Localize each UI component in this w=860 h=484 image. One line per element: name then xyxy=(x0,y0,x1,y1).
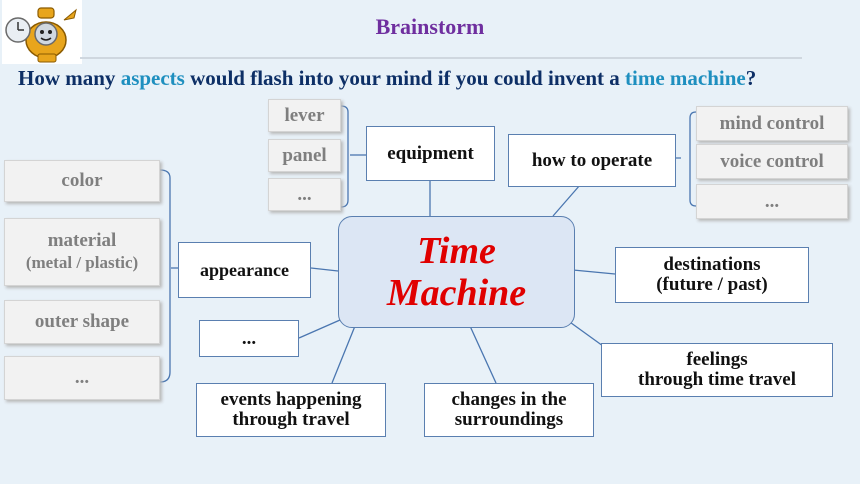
operate-bracket xyxy=(689,111,697,207)
line-center-operate xyxy=(552,184,581,217)
operate-item-mind-control: mind control xyxy=(696,106,848,141)
robot-mascot-icon xyxy=(2,0,82,64)
material-line-2: (metal / plastic) xyxy=(25,253,139,272)
events-line-1: events happening xyxy=(220,389,362,410)
center-line-1: Time xyxy=(417,230,496,272)
line-center-changes xyxy=(469,325,497,384)
node-how-to-operate: how to operate xyxy=(508,134,676,187)
appearance-bracket xyxy=(159,169,171,383)
destinations-line-2: (future / past) xyxy=(656,274,768,295)
equipment-item-lever: lever xyxy=(268,99,341,132)
feelings-line-2: through time travel xyxy=(638,369,796,390)
changes-line-1: changes in the xyxy=(451,389,567,410)
question-part-1: How many xyxy=(18,66,121,90)
line-center-more xyxy=(298,319,341,339)
question-text: How many aspects would flash into your m… xyxy=(18,64,838,92)
appearance-item-more: ... xyxy=(4,356,160,400)
title-divider xyxy=(80,57,802,59)
question-part-3: ? xyxy=(745,66,757,90)
line-center-destinations xyxy=(572,269,616,275)
line-center-feelings xyxy=(566,319,604,347)
appearance-item-outer-shape: outer shape xyxy=(4,300,160,344)
equipment-item-more: ... xyxy=(268,178,341,211)
node-equipment: equipment xyxy=(366,126,495,181)
operate-item-more: ... xyxy=(696,184,848,219)
equipment-bracket xyxy=(340,105,349,208)
material-line-1: material xyxy=(47,230,117,251)
line-center-events xyxy=(331,325,356,384)
line-center-appearance xyxy=(310,267,339,272)
question-part-2: would flash into your mind if you could … xyxy=(184,66,625,90)
appearance-item-color: color xyxy=(4,160,160,202)
page-title: Brainstorm xyxy=(375,14,485,39)
node-appearance: appearance xyxy=(178,242,311,298)
feelings-line-1: feelings xyxy=(686,349,748,370)
operate-item-voice-control: voice control xyxy=(696,144,848,179)
center-line-2: Machine xyxy=(386,272,527,314)
appearance-item-material: material (metal / plastic) xyxy=(4,218,160,286)
node-destinations: destinations(future / past) xyxy=(615,247,809,303)
destinations-line-1: destinations xyxy=(663,254,761,275)
equipment-item-panel: panel xyxy=(268,139,341,172)
events-line-2: through travel xyxy=(232,409,350,430)
changes-line-2: surroundings xyxy=(454,409,564,430)
node-more-ideas: ... xyxy=(199,320,299,357)
question-highlight-time-machine: time machine xyxy=(625,66,746,90)
question-highlight-aspects: aspects xyxy=(120,66,185,90)
